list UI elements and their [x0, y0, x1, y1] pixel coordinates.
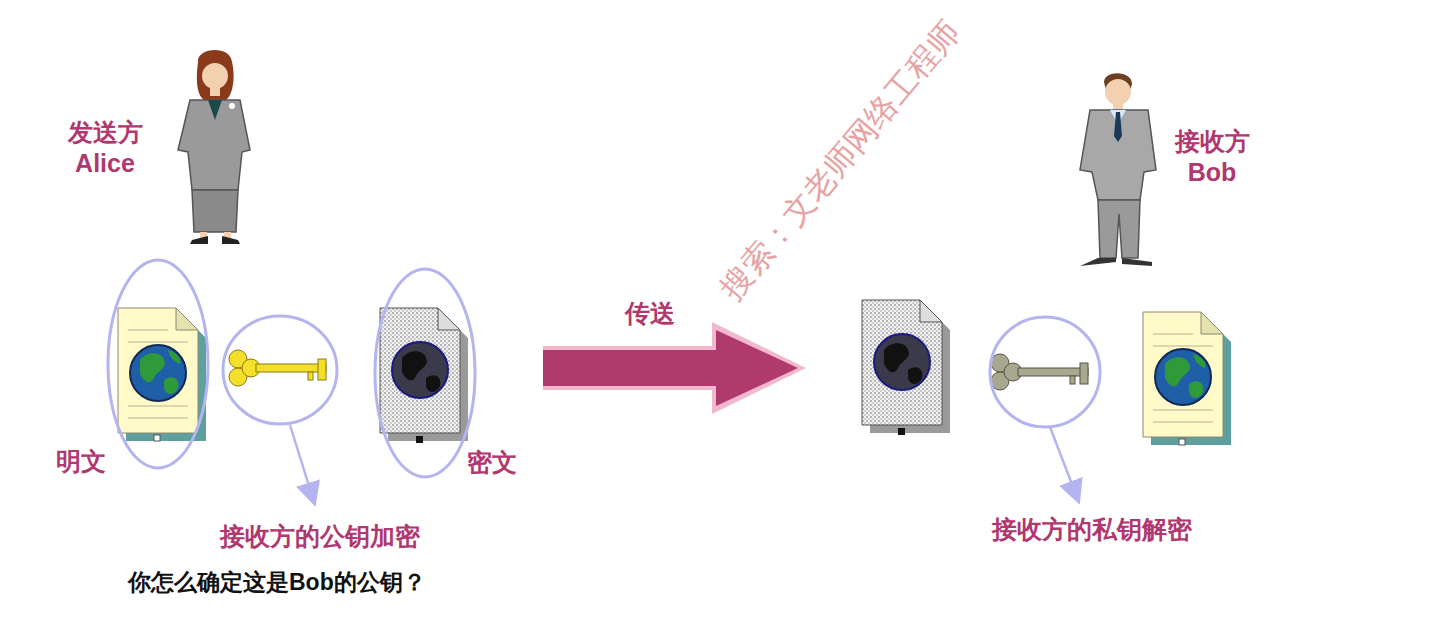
key-ellipse	[223, 316, 337, 424]
document-label: 密文	[467, 447, 517, 478]
ellipse-group: 明文	[106, 258, 210, 470]
callout-text: 接收方的公钥加密	[190, 521, 450, 552]
alice-figure	[178, 50, 250, 244]
ellipse-group: 密文	[373, 267, 477, 479]
watermark: 搜索：文老师网络工程师	[696, 0, 984, 326]
leader-line	[290, 425, 314, 502]
ellipse-outline	[106, 258, 210, 470]
callout-text: 接收方的私钥解密	[962, 514, 1222, 545]
question-note: 你怎么确定这是Bob的公钥？	[128, 568, 518, 597]
arrow-label: 传送	[600, 298, 700, 329]
bob-figure	[1080, 73, 1156, 266]
ellipse-outline	[373, 267, 477, 479]
leader-line	[1050, 427, 1078, 500]
document-label: 明文	[56, 446, 106, 477]
transmit-arrow-glow	[543, 322, 806, 414]
key-ellipse	[990, 317, 1100, 427]
transmit-arrow	[543, 330, 798, 406]
sender-name: 发送方 Alice	[45, 117, 165, 180]
receiver-name: 接收方 Bob	[1158, 126, 1266, 189]
